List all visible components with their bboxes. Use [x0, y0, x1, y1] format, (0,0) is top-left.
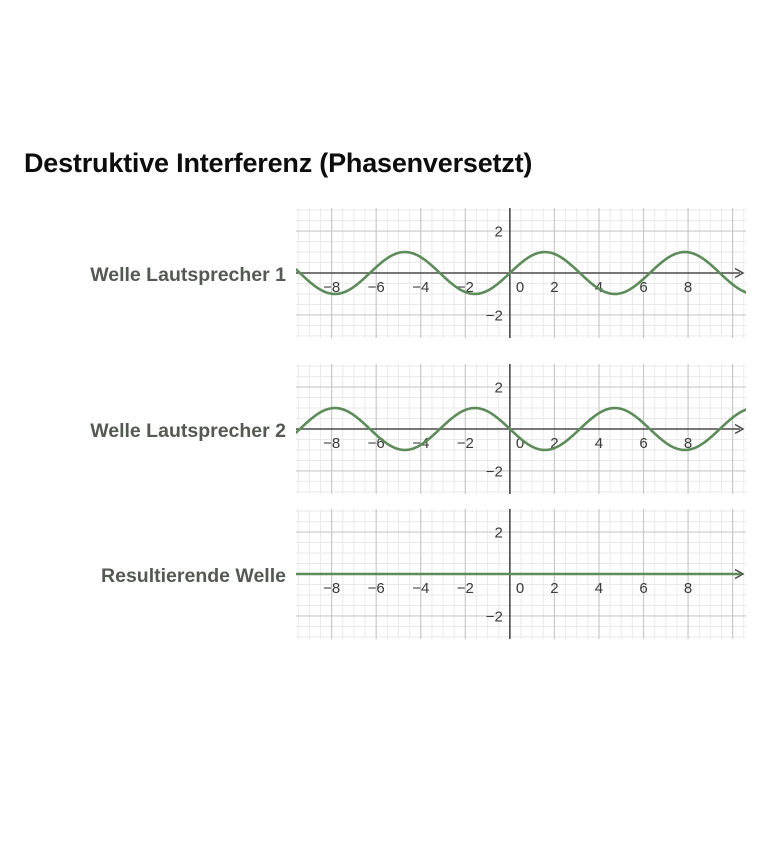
- x-tick-label: 8: [684, 279, 692, 296]
- x-tick-label: −6: [368, 279, 385, 296]
- x-tick-label: −4: [412, 580, 429, 597]
- x-tick-label: −4: [412, 279, 429, 296]
- x-tick-label: −2: [457, 279, 474, 296]
- x-tick-label: 6: [639, 279, 647, 296]
- x-tick-label: 4: [595, 435, 603, 452]
- x-tick-label: −6: [368, 435, 385, 452]
- grid-minor: [296, 364, 746, 494]
- y-tick-label: 2: [495, 224, 503, 241]
- x-tick-label: 2: [550, 435, 558, 452]
- row-label-result: Resultierende Welle: [101, 565, 286, 587]
- x-tick-label: 2: [550, 279, 558, 296]
- x-tick-label: −6: [368, 580, 385, 597]
- x-axis-arrow: [734, 423, 745, 435]
- x-tick-label: 8: [684, 580, 692, 597]
- x-tick-label: −2: [457, 580, 474, 597]
- grid-major: [296, 208, 746, 338]
- y-tick-label: −2: [486, 307, 503, 324]
- wave-curve: [296, 250, 746, 296]
- y-tick-label: −2: [486, 463, 503, 480]
- row-label-wave-1: Welle Lautsprecher 1: [90, 264, 286, 286]
- x-tick-label: −2: [457, 435, 474, 452]
- page-title: Destruktive Interferenz (Phasenversetzt): [24, 148, 533, 178]
- x-tick-label: 8: [684, 435, 692, 452]
- x-tick-label: 0: [516, 435, 524, 452]
- x-tick-label: 6: [639, 580, 647, 597]
- x-tick-label: 0: [516, 279, 524, 296]
- x-tick-label: 4: [595, 580, 603, 597]
- x-tick-label: −8: [323, 435, 340, 452]
- x-tick-label: 0: [516, 580, 524, 597]
- y-tick-label: 2: [495, 525, 503, 542]
- grid-minor: [296, 509, 746, 639]
- x-tick-label: 6: [639, 435, 647, 452]
- x-axis-arrow: [734, 568, 745, 580]
- y-tick-label: 2: [495, 380, 503, 397]
- chart-result: −8 −6 −4 −2 0 2 4 6 8 2 −2: [296, 509, 746, 639]
- row-label-wave-2: Welle Lautsprecher 2: [90, 420, 286, 442]
- wave-curve: [296, 406, 746, 452]
- x-tick-label: 2: [550, 580, 558, 597]
- x-axis-arrow: [734, 267, 745, 279]
- y-tick-label: −2: [486, 608, 503, 625]
- x-tick-label: −8: [323, 580, 340, 597]
